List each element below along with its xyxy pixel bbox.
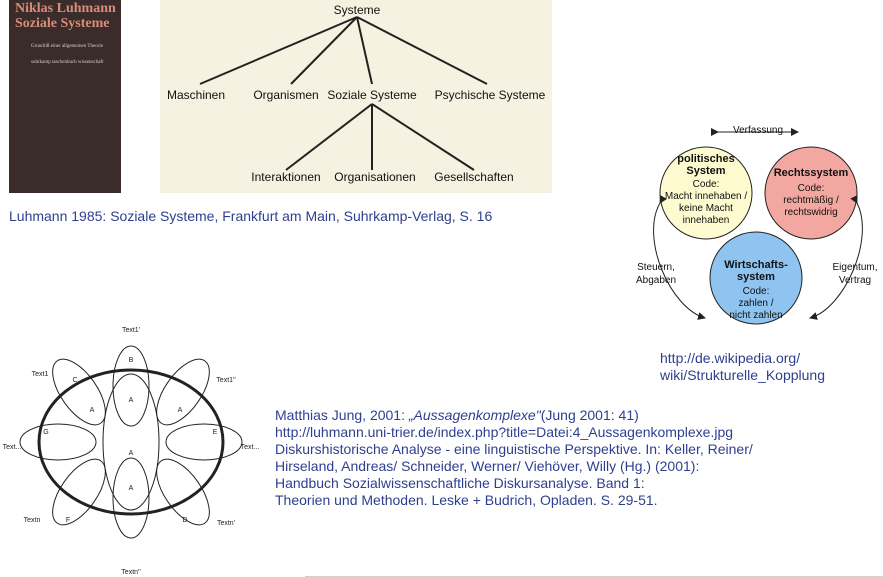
tree-node-gesellschaften: Gesellschaften bbox=[434, 170, 513, 184]
tree-node-psychische-systeme: Psychische Systeme bbox=[435, 88, 546, 102]
wikipedia-link[interactable]: http://de.wikipedia.org/ wiki/Strukturel… bbox=[660, 350, 825, 384]
venn-text-bl: Textn bbox=[24, 517, 41, 524]
politics-code-4: innehaben bbox=[683, 215, 730, 226]
law-code-2: rechtmäßig / bbox=[783, 195, 839, 206]
systems-tree-diagram: Systeme Maschinen Organismen Soziale Sys… bbox=[160, 0, 552, 193]
economy-title-1: Wirtschafts- bbox=[724, 259, 788, 271]
politics-title-2: System bbox=[686, 165, 725, 177]
statement-complexes-diagram: Text1' Text1 Text1'' Text... Text... Tex… bbox=[3, 327, 260, 576]
tree-node-soziale-systeme: Soziale Systeme bbox=[327, 88, 417, 102]
venn-letter-a-top: A bbox=[129, 397, 134, 404]
politics-title-1: politisches bbox=[677, 153, 734, 165]
wiki-link-line-2: wiki/Strukturelle_Kopplung bbox=[660, 367, 825, 383]
coupling-left-label-1: Steuern, bbox=[637, 262, 675, 273]
tree-node-interaktionen: Interaktionen bbox=[251, 170, 320, 184]
luhmann-caption: Luhmann 1985: Soziale Systeme, Frankfurt… bbox=[9, 208, 493, 224]
law-code-3: rechtswidrig bbox=[784, 207, 837, 218]
venn-text-left: Text... bbox=[3, 444, 22, 451]
economy-title-2: system bbox=[737, 271, 775, 283]
venn-letter-a-center: A bbox=[129, 450, 134, 457]
book-title: Soziale Systeme bbox=[15, 16, 110, 31]
economy-code-1: Code: bbox=[743, 286, 770, 297]
venn-letter-g: G bbox=[43, 429, 48, 436]
venn-text-bottom: Textn'' bbox=[121, 569, 140, 576]
venn-letter-a-right: A bbox=[178, 407, 183, 414]
venn-text-tl: Text1 bbox=[32, 371, 49, 378]
tree-root: Systeme bbox=[334, 3, 381, 17]
venn-letter-f: F bbox=[66, 517, 70, 524]
venn-letter-c: C bbox=[72, 377, 77, 384]
economy-code-3: nicht zahlen bbox=[729, 310, 782, 321]
venn-text-tr: Text1'' bbox=[216, 377, 235, 384]
jung-reference: Matthias Jung, 2001: „Aussagenkomplexe"(… bbox=[275, 407, 753, 509]
venn-letter-b: B bbox=[129, 357, 134, 364]
tree-node-maschinen: Maschinen bbox=[167, 88, 225, 102]
law-title: Rechtssystem bbox=[774, 167, 849, 179]
book-cover-image: Niklas Luhmann Soziale Systeme Grundriß … bbox=[9, 0, 121, 193]
book-subtitle: Grundriß einer allgemeinen Theorie bbox=[31, 44, 103, 49]
coupling-left-label-2: Abgaben bbox=[636, 275, 676, 286]
tree-node-organismen: Organismen bbox=[253, 88, 318, 102]
politics-code-3: keine Macht bbox=[679, 203, 733, 214]
venn-letter-a-bottom: A bbox=[129, 485, 134, 492]
venn-letter-d: D bbox=[182, 517, 187, 524]
jung-ref-line-5: Handbuch Sozialwissenschaftliche Diskurs… bbox=[275, 475, 645, 491]
venn-text-top: Text1' bbox=[122, 327, 140, 334]
tree-node-organisationen: Organisationen bbox=[334, 170, 415, 184]
coupling-right-label-1: Eigentum, bbox=[832, 262, 877, 273]
venn-text-right: Text... bbox=[241, 444, 260, 451]
law-code-1: Code: bbox=[798, 183, 825, 194]
coupling-right-label-2: Vertrag bbox=[839, 275, 871, 286]
coupling-top-label: Verfassung bbox=[733, 125, 783, 136]
venn-letter-e: E bbox=[213, 429, 218, 436]
jung-ref-url[interactable]: http://luhmann.uni-trier.de/index.php?ti… bbox=[275, 424, 734, 440]
wiki-link-line-1: http://de.wikipedia.org/ bbox=[660, 350, 801, 366]
jung-ref-line-3: Diskurshistorische Analyse - eine lingui… bbox=[275, 441, 753, 457]
economy-code-2: zahlen / bbox=[738, 298, 773, 309]
book-author: Niklas Luhmann bbox=[15, 1, 116, 16]
venn-letter-a-left: A bbox=[90, 407, 95, 414]
jung-ref-line-4: Hirseland, Andreas/ Schneider, Werner/ V… bbox=[275, 458, 700, 474]
jung-ref-line-6: Theorien und Methoden. Leske + Budrich, … bbox=[275, 492, 658, 508]
politics-code-1: Code: bbox=[693, 179, 720, 190]
politics-code-2: Macht innehaben / bbox=[665, 191, 748, 202]
jung-ref-line-1: Matthias Jung, 2001: „Aussagenkomplexe"(… bbox=[275, 407, 639, 423]
structural-coupling-diagram: Verfassung Steuern, Abgaben Eigentum, Ve… bbox=[636, 125, 878, 325]
venn-text-br: Textn' bbox=[217, 520, 235, 527]
book-publisher: suhrkamp taschenbuch wissenschaft bbox=[31, 60, 104, 65]
